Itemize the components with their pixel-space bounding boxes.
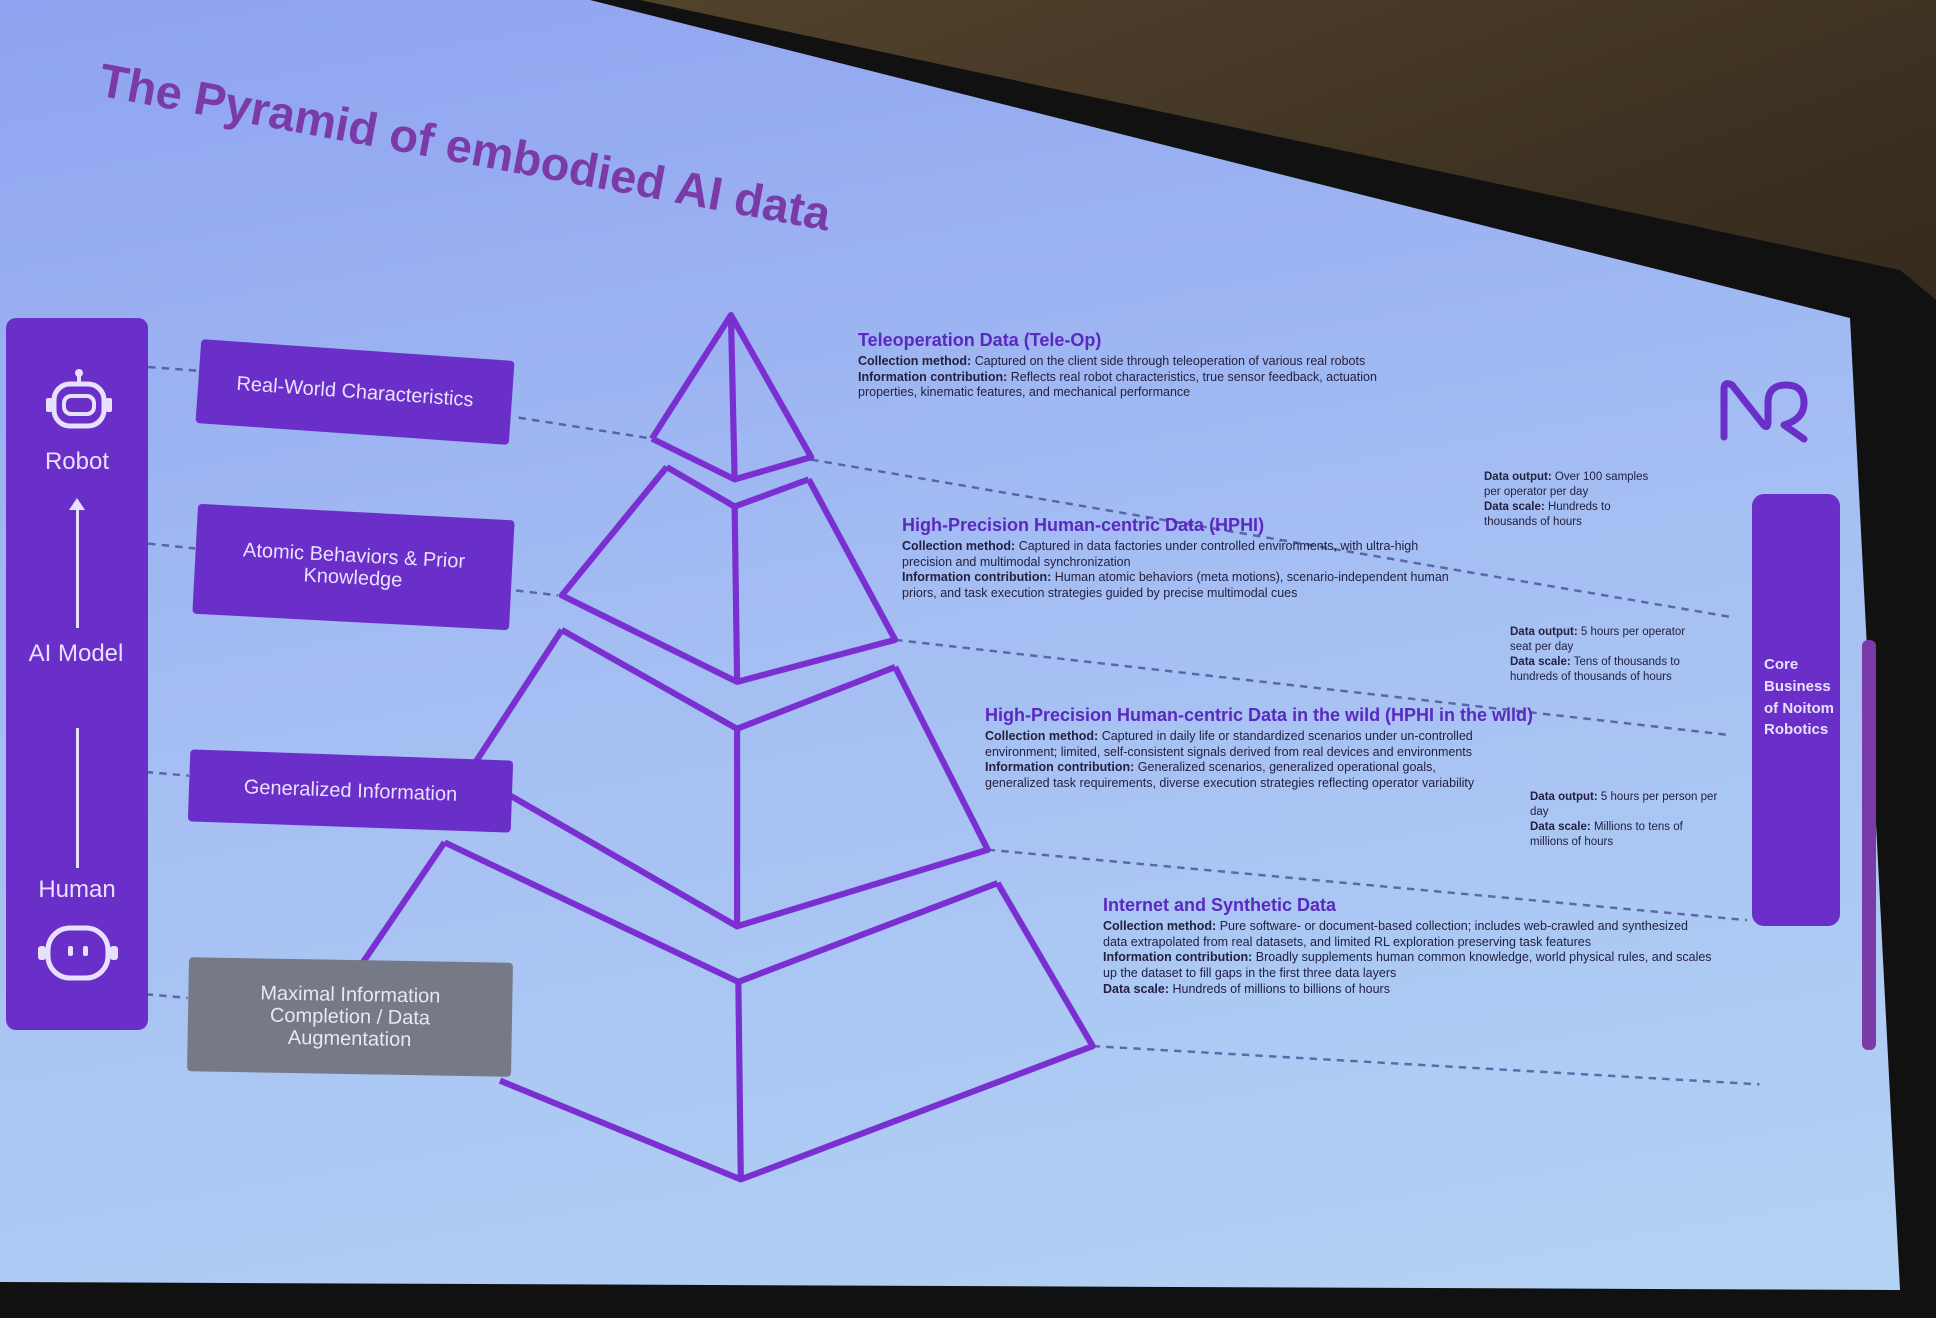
scale-text: Tens of thousands to hundreds of thousan…: [1510, 655, 1680, 683]
tier-4-description: Internet and Synthetic Data Collection m…: [1103, 895, 1713, 997]
label: Data scale:: [1103, 981, 1170, 996]
scale-text: Hundreds of millions to billions of hour…: [1172, 981, 1390, 996]
ai-model-label: AI Model: [28, 640, 124, 667]
pyramid-tier-1: [649, 312, 815, 483]
tag-generalized-info: Generalized Information: [187, 749, 514, 833]
robot-label: Robot: [44, 448, 110, 475]
tier-title: Teleoperation Data (Tele-Op): [858, 330, 1102, 350]
label: Data scale:: [1484, 500, 1545, 513]
label: Data scale:: [1530, 820, 1591, 833]
pyramid-tier-2: [558, 464, 899, 685]
slide-edge-element: [1862, 640, 1876, 1050]
tag-atomic-behaviors: Atomic Behaviors & Prior Knowledge: [192, 503, 515, 631]
dashed-connector: [518, 416, 653, 440]
dashed-connector: [987, 848, 1748, 922]
label: Collection method:: [985, 729, 1099, 743]
left-axis-bar: Robot AI Model Human: [6, 318, 148, 1030]
core-business-bar: Core Business of Noitom Robotics: [1752, 494, 1840, 926]
human-label: Human: [38, 876, 116, 903]
collection-text: Pure software- or document-based collect…: [1103, 919, 1688, 949]
tier-2-data-output: Data output: 5 hours per operator seat p…: [1510, 625, 1710, 685]
label: Collection method:: [1103, 919, 1217, 933]
label: Information contribution:: [985, 760, 1135, 775]
company-logo: [1720, 380, 1808, 443]
dashed-connector: [515, 589, 559, 597]
contribution-text: Reflects real robot characteristics, tru…: [858, 369, 1377, 400]
tier-title: High-Precision Human-centric Data in the…: [985, 705, 1534, 725]
dashed-connector: [895, 638, 1729, 737]
scale-text: Hundreds to thousands of hours: [1484, 500, 1611, 528]
pyramid-tier-4: [355, 839, 1096, 1183]
axis-line: [76, 728, 79, 868]
contribution-text: Generalized scenarios, generalized opera…: [985, 760, 1475, 790]
dashed-connector: [1092, 1044, 1760, 1086]
dashed-connector: [145, 992, 188, 1000]
contribution-text: Human atomic behaviors (meta motions), s…: [902, 570, 1449, 600]
tier-title: Internet and Synthetic Data: [1103, 895, 1337, 915]
pyramid-tier-3: [466, 627, 991, 930]
dashed-connector: [145, 770, 190, 777]
tier-1-data-output: Data output: Over 100 samples per operat…: [1484, 470, 1664, 530]
label: Collection method:: [858, 354, 972, 368]
output-text: Over 100 samples per operator per day: [1484, 471, 1649, 498]
tier-title: High-Precision Human-centric Data (HPHI): [902, 515, 1265, 535]
label: Information contribution:: [858, 369, 1008, 384]
arrow-head: [69, 498, 85, 510]
collection-text: Captured in daily life or standardized s…: [985, 729, 1473, 759]
label: Information contribution:: [1103, 950, 1253, 965]
dashed-connector: [148, 365, 198, 372]
label: Data output:: [1510, 626, 1578, 638]
dashed-connector: [810, 458, 1735, 619]
arrow-up-icon: [76, 508, 79, 628]
human-face-icon: [38, 925, 118, 981]
robot-icon: [46, 369, 112, 429]
label: Data scale:: [1510, 655, 1571, 668]
label: Collection method:: [902, 539, 1016, 553]
tier-1-description: Teleoperation Data (Tele-Op) Collection …: [858, 330, 1418, 401]
collection-text: Captured on the client side through tele…: [974, 354, 1366, 368]
label: Data output:: [1530, 791, 1598, 803]
tier-3-data-output: Data output: 5 hours per person per day …: [1530, 790, 1720, 850]
label: Information contribution:: [902, 570, 1052, 585]
tier-3-description: High-Precision Human-centric Data in the…: [985, 705, 1534, 792]
scale-text: Millions to tens of millions of hours: [1530, 820, 1683, 848]
contribution-text: Broadly supplements human common knowled…: [1103, 950, 1712, 980]
label: Data output:: [1484, 471, 1552, 483]
core-business-label: Core Business of Noitom Robotics: [1764, 656, 1834, 739]
output-text: 5 hours per person per day: [1530, 791, 1718, 818]
tag-maximal-info: Maximal Information Completion / Data Au…: [187, 957, 513, 1077]
output-text: 5 hours per operator seat per day: [1510, 626, 1686, 653]
tier-2-description: High-Precision Human-centric Data (HPHI)…: [902, 515, 1462, 602]
dashed-connector: [148, 542, 196, 550]
collection-text: Captured in data factories under control…: [902, 539, 1419, 569]
